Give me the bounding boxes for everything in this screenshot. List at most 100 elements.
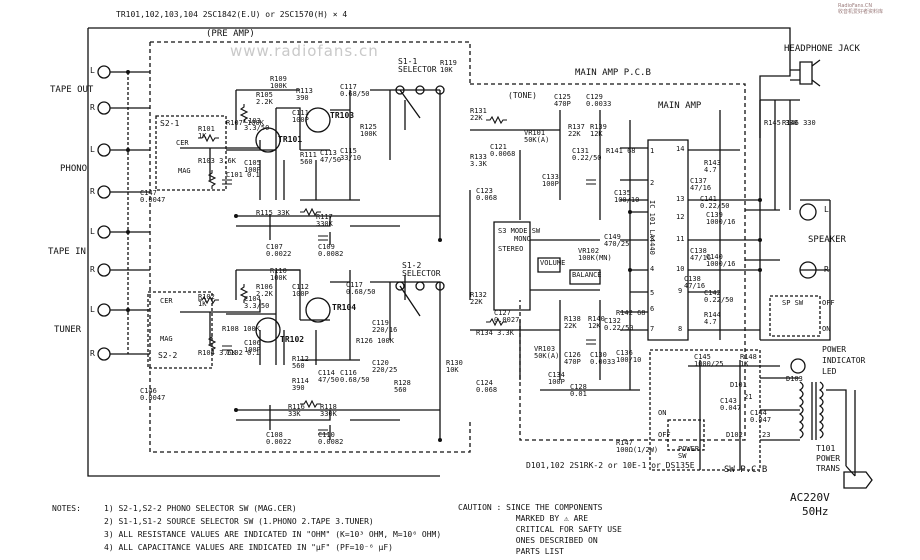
mag-label-2: MAG bbox=[160, 335, 173, 343]
tr103-label: TR103 bbox=[330, 111, 355, 120]
r134-label: R134 3.3K bbox=[476, 329, 514, 337]
tone-label: (TONE) bbox=[508, 91, 537, 100]
c121-label: C121 0.0068 bbox=[490, 143, 516, 158]
c116-label: C116 0.68/50 bbox=[340, 369, 370, 384]
vr103-label: VR103 50K(A) bbox=[534, 345, 560, 360]
note-line-1: 1) S2-1,S2-2 PHONO SELECTOR SW (MAG.CER) bbox=[104, 504, 297, 513]
pin-13: 13 bbox=[676, 195, 685, 203]
c134-label: C134 100P bbox=[548, 371, 565, 386]
pre-amp-label: (PRE AMP) bbox=[206, 29, 255, 39]
tr101-circle bbox=[255, 127, 281, 153]
headphone-jack-body bbox=[799, 61, 813, 85]
main-amp-label: MAIN AMP bbox=[658, 101, 702, 111]
r128-label: R128 560 bbox=[394, 379, 411, 394]
transistor-note: TR101,102,103,104 2SC1842(E.U) or 2SC157… bbox=[116, 10, 348, 19]
c115-label: C115 33/10 bbox=[340, 147, 362, 162]
pin-2: 2 bbox=[650, 179, 655, 187]
c127-label: C127 0.0027 bbox=[494, 309, 520, 324]
c140-label: C140 1000/16 bbox=[706, 253, 736, 268]
phono-label: PHONO bbox=[60, 164, 88, 174]
r109-label: R109 100K bbox=[270, 75, 287, 90]
main-pcb-label: MAIN AMP P.C.B bbox=[575, 68, 651, 78]
jack-tuner-l bbox=[97, 303, 111, 317]
c149-label: C149 470/25 bbox=[604, 233, 630, 248]
c143-label: C143 0.047 bbox=[720, 397, 742, 412]
speaker-l: L bbox=[824, 205, 829, 214]
sp-sw-on: ON bbox=[822, 325, 831, 333]
speaker-l-terminal bbox=[799, 203, 817, 221]
c119-label: C119 220/16 bbox=[372, 319, 398, 334]
r123-label: R113 390 bbox=[296, 87, 313, 102]
r106-label: R106 2.2K bbox=[256, 283, 273, 298]
pin-5: 5 bbox=[650, 289, 655, 297]
c110-label: C110 0.0082 bbox=[318, 431, 344, 446]
c139-label: C139 1000/16 bbox=[706, 211, 736, 226]
c135-label: C135 100/10 bbox=[614, 189, 640, 204]
r105-label: R105 2.2K bbox=[256, 91, 273, 106]
c148-label: C138 47/16 bbox=[690, 247, 712, 262]
balance-label: BALANCE bbox=[572, 271, 602, 279]
tape-out-l: L bbox=[90, 66, 95, 75]
s3-mode-box bbox=[493, 221, 531, 311]
tr104-label: TR104 bbox=[332, 303, 357, 312]
tr101-label: TR101 bbox=[278, 135, 303, 144]
ac-plug bbox=[843, 471, 873, 489]
r117-label: R117 330K bbox=[316, 213, 333, 228]
headphone-jack-label: HEADPHONE JACK bbox=[784, 44, 860, 54]
speaker-r-terminal bbox=[799, 261, 817, 279]
cer-label-2: CER bbox=[160, 297, 173, 305]
r112-label: R112 560 bbox=[292, 355, 309, 370]
r104-label: R104 3.6K bbox=[198, 349, 236, 357]
c126-label: C126 470P bbox=[564, 351, 581, 366]
pin-14: 14 bbox=[676, 145, 685, 153]
r147-label: R147 100Ω(1/2W) bbox=[616, 439, 659, 454]
c136-label: C136 100/10 bbox=[616, 349, 642, 364]
warn-23: 23 bbox=[762, 431, 771, 439]
ac-voltage-label: AC220V bbox=[790, 491, 830, 504]
jack-tape-in-l bbox=[97, 225, 111, 239]
c137-label: C137 47/16 bbox=[690, 177, 712, 192]
tape-in-r: R bbox=[90, 265, 95, 274]
pin-1: 1 bbox=[650, 147, 655, 155]
r114-label: R114 390 bbox=[292, 377, 309, 392]
note-line-2: 2) S1-1,S1-2 SOURCE SELECTOR SW (1.PHONO… bbox=[104, 517, 374, 526]
sw-pcb-box bbox=[649, 349, 761, 471]
c146-label: C146 0.0047 bbox=[140, 387, 166, 402]
pin-8: 8 bbox=[678, 325, 683, 333]
jack-tape-out-l bbox=[97, 65, 111, 79]
r116-label: R116 33K bbox=[288, 403, 305, 418]
pin-12: 12 bbox=[676, 213, 685, 221]
tape-out-r: R bbox=[90, 103, 95, 112]
r115-label: R115 33K bbox=[256, 209, 290, 217]
sp-sw-label: SP SW bbox=[782, 299, 804, 307]
cer-label-1: CER bbox=[176, 139, 189, 147]
pin-6: 6 bbox=[650, 305, 655, 313]
note-line-3: 3) ALL RESISTANCE VALUES ARE INDICATED I… bbox=[104, 530, 442, 539]
watermark: www.radiofans.cn bbox=[230, 42, 379, 60]
r143-label: R143 4.7 bbox=[704, 159, 721, 174]
sp-sw-box bbox=[769, 295, 821, 337]
notes-title: NOTES: bbox=[52, 504, 81, 513]
c105-label: C105 100P bbox=[244, 159, 261, 174]
tuner-l: L bbox=[90, 305, 95, 314]
c144-label: C144 0.047 bbox=[750, 409, 772, 424]
main-pcb-dash-frame bbox=[470, 83, 746, 441]
phono-l: L bbox=[90, 145, 95, 154]
r103-label: R103 3.6K bbox=[198, 157, 236, 165]
r131-label: R131 22K bbox=[470, 107, 487, 122]
caution-line-1: CAUTION : SINCE THE COMPONENTS bbox=[458, 503, 603, 512]
s3-label: S3 MODE SW bbox=[498, 227, 541, 235]
r125-label: R125 100K bbox=[360, 123, 377, 138]
diode-note: D101,102 2S1RK-2 or 10E-1 or DS135E bbox=[526, 461, 695, 470]
jack-tape-in-r bbox=[97, 263, 111, 277]
c147-label: C147 0.0047 bbox=[140, 189, 166, 204]
sp-sw-off: OFF bbox=[822, 299, 835, 307]
r102-label: R102 1K bbox=[198, 293, 215, 308]
c133-label: C133 100P bbox=[542, 173, 559, 188]
c142-label: C142 0.22/50 bbox=[704, 289, 734, 304]
pin-9: 9 bbox=[678, 287, 683, 295]
note-line-4: 4) ALL CAPACITANCE VALUES ARE INDICATED … bbox=[104, 543, 393, 552]
ic101-label: IC 101 LA4440 bbox=[648, 200, 656, 255]
tr104-circle bbox=[305, 297, 331, 323]
